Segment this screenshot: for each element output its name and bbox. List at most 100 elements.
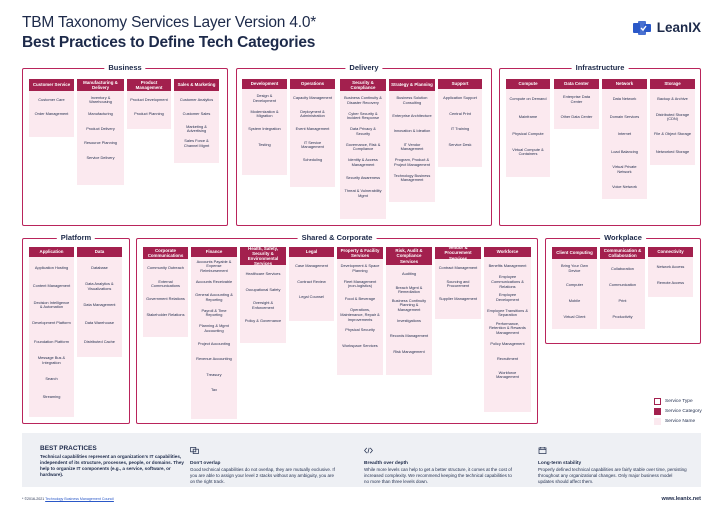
- service-name[interactable]: Order Management: [34, 111, 69, 117]
- service-name[interactable]: Revenue Accounting: [196, 356, 232, 362]
- service-name[interactable]: Benefits Management: [488, 263, 527, 269]
- service-name[interactable]: Identity & Access Management: [348, 157, 378, 167]
- service-category[interactable]: Client Computing: [552, 247, 597, 259]
- service-category[interactable]: Compute: [506, 79, 550, 89]
- service-name[interactable]: Data Privacy & Security: [350, 126, 376, 136]
- service-name[interactable]: Recruitment: [497, 356, 518, 362]
- service-name[interactable]: Decision Intelligence & Automation: [33, 299, 70, 310]
- service-name[interactable]: Development & Space Planning: [340, 263, 380, 273]
- service-name[interactable]: Enterprise Architecture: [392, 112, 432, 118]
- service-name[interactable]: Internet: [617, 131, 632, 137]
- service-name[interactable]: Sourcing and Procurement: [446, 278, 470, 289]
- service-name[interactable]: Occupational Safety: [245, 286, 281, 292]
- service-name[interactable]: Case Management: [295, 263, 328, 269]
- service-name[interactable]: Fleet Management (non-logistics): [343, 278, 377, 289]
- service-name[interactable]: Mainframe: [518, 113, 538, 119]
- service-name[interactable]: Business Solution Consulting: [396, 95, 428, 105]
- service-category[interactable]: Development: [242, 79, 287, 89]
- service-name[interactable]: Employee Development: [496, 292, 519, 302]
- service-name[interactable]: Load Balancing: [611, 148, 638, 154]
- service-category[interactable]: Risk, Audit & Compliance Services: [386, 247, 432, 265]
- service-category[interactable]: Security & Compliance: [340, 79, 386, 91]
- service-category[interactable]: Health, Safety, Security & Environmental…: [240, 246, 286, 266]
- service-name[interactable]: Food & Beverage: [344, 296, 376, 302]
- service-category[interactable]: Support: [438, 79, 482, 89]
- service-name[interactable]: Contract Management: [438, 265, 478, 271]
- service-category[interactable]: Data: [77, 247, 122, 257]
- service-name[interactable]: Accounts Payable & Expense Reimbursement: [196, 258, 232, 274]
- service-name[interactable]: Development Platform: [32, 320, 71, 326]
- service-name[interactable]: Product Planning: [134, 111, 164, 117]
- service-category[interactable]: Property & Facility Services: [337, 247, 383, 259]
- service-name[interactable]: Distributed Storage (CDN): [655, 111, 690, 122]
- service-name[interactable]: Domain Services: [609, 113, 640, 119]
- service-name[interactable]: Contract Review: [297, 278, 326, 284]
- service-name[interactable]: Government Relations: [146, 296, 185, 302]
- service-category[interactable]: Storage: [650, 79, 695, 89]
- service-category[interactable]: Strategy & Planning: [389, 79, 435, 91]
- service-name[interactable]: Foundation Platform: [33, 338, 70, 344]
- service-name[interactable]: Manufacturing: [88, 111, 113, 117]
- service-name[interactable]: Deployment & Administration: [300, 108, 325, 119]
- service-name[interactable]: Workspace Services: [342, 342, 378, 348]
- service-category[interactable]: Application: [29, 247, 74, 257]
- service-name[interactable]: File & Object Storage: [654, 131, 691, 137]
- service-name[interactable]: Project Accounting: [197, 340, 231, 346]
- service-name[interactable]: System Integration: [248, 126, 281, 132]
- service-category[interactable]: Customer Service: [29, 79, 74, 91]
- service-name[interactable]: Healthcare Services: [245, 271, 281, 277]
- service-name[interactable]: Search: [45, 375, 58, 381]
- service-name[interactable]: Testing: [258, 141, 271, 147]
- service-name[interactable]: Print: [618, 297, 627, 303]
- service-name[interactable]: Governance, Risk & Compliance: [345, 141, 381, 152]
- service-name[interactable]: Streaming: [42, 394, 61, 400]
- service-name[interactable]: Planning & Mgmt Accounting: [199, 323, 229, 333]
- service-category[interactable]: Product Management: [127, 79, 171, 91]
- service-name[interactable]: Central Print: [449, 110, 471, 116]
- service-name[interactable]: Customer Sales: [182, 111, 211, 117]
- service-name[interactable]: IT Service Management: [301, 139, 324, 150]
- service-name[interactable]: Sales Force & Channel Mgmt: [183, 138, 210, 148]
- website-link[interactable]: www.leanix.net: [661, 496, 701, 502]
- service-name[interactable]: Service Desk: [448, 141, 472, 147]
- leanix-logo[interactable]: LeanIX: [632, 20, 701, 35]
- service-category[interactable]: Data Center: [554, 79, 599, 89]
- service-name[interactable]: Mobile: [568, 297, 581, 303]
- service-name[interactable]: Virtual Client: [563, 313, 586, 319]
- service-name[interactable]: Computer: [565, 281, 584, 287]
- service-name[interactable]: Security Awareness: [345, 174, 381, 180]
- service-name[interactable]: Remote Access: [656, 279, 685, 285]
- service-name[interactable]: Marketing & Advertising: [186, 123, 207, 134]
- service-name[interactable]: Employee Transitions & Separation: [487, 307, 528, 318]
- service-name[interactable]: Cyber Security & Incident Response: [346, 110, 380, 121]
- service-name[interactable]: Performance, Retention & Rewards Managem…: [489, 320, 526, 336]
- service-category[interactable]: Sales & Marketing: [174, 79, 219, 91]
- service-name[interactable]: Bring Your Own Device: [560, 263, 589, 273]
- service-name[interactable]: Operations, Maintenance, Repair & Improv…: [340, 307, 380, 322]
- service-name[interactable]: Application Hosting: [34, 264, 69, 270]
- service-name[interactable]: Program, Product & Project Management: [394, 157, 430, 167]
- service-name[interactable]: Service Delivery: [86, 154, 115, 160]
- service-name[interactable]: Policy & Governance: [244, 317, 282, 323]
- service-category[interactable]: Corporate Communications: [143, 247, 188, 259]
- service-name[interactable]: Message Bus & Integration: [37, 355, 66, 365]
- service-category[interactable]: Network: [602, 79, 647, 89]
- service-name[interactable]: Physical Security: [345, 327, 375, 333]
- service-name[interactable]: Other Data Center: [560, 113, 593, 119]
- service-name[interactable]: Communication: [608, 281, 637, 287]
- service-name[interactable]: Enterprise Data Center: [562, 94, 591, 104]
- service-name[interactable]: Investigations: [397, 317, 421, 323]
- service-name[interactable]: Data Management: [83, 301, 116, 307]
- service-name[interactable]: Capacity Management: [293, 95, 332, 101]
- service-name[interactable]: Policy Management: [490, 340, 525, 346]
- service-name[interactable]: Product Development: [130, 96, 168, 102]
- service-name[interactable]: Customer Care: [38, 96, 65, 102]
- service-name[interactable]: Legal Counsel: [299, 294, 324, 300]
- service-name[interactable]: Collaboration: [611, 265, 634, 271]
- service-category[interactable]: Connectivity: [648, 247, 693, 257]
- service-name[interactable]: Records Management: [389, 333, 429, 339]
- service-name[interactable]: Productivity: [612, 313, 633, 319]
- service-name[interactable]: Customer Analytics: [179, 96, 214, 102]
- service-category[interactable]: Vendor & Procurement Services: [435, 245, 481, 261]
- service-name[interactable]: Physical Compute: [512, 131, 544, 137]
